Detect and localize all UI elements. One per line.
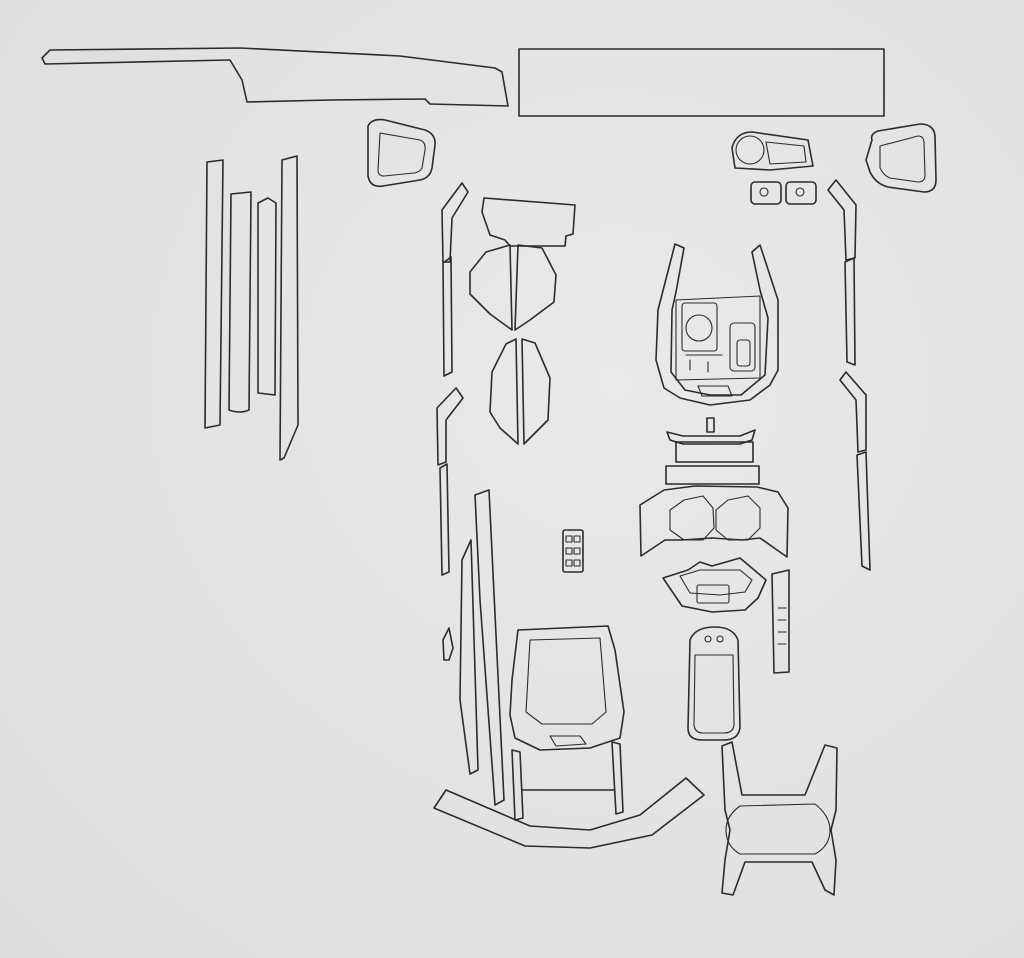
armrest-console bbox=[687, 626, 741, 741]
gear-shifter-trim bbox=[665, 417, 760, 485]
cupholder-panel bbox=[639, 485, 789, 558]
infotainment-screen-film bbox=[518, 48, 885, 117]
left-air-vent-frame bbox=[367, 118, 436, 188]
light-control-panel bbox=[731, 131, 817, 205]
right-side-switch-strip bbox=[771, 569, 790, 674]
left-door-trim-strips bbox=[204, 155, 299, 461]
gear-console-panel bbox=[655, 243, 779, 406]
rear-console-lower bbox=[721, 741, 838, 896]
center-display-frame bbox=[509, 625, 625, 821]
center-upper-panel bbox=[481, 197, 576, 247]
window-switch-panel bbox=[562, 529, 584, 573]
bottom-curved-trim bbox=[433, 777, 705, 849]
right-air-vent-frame bbox=[865, 123, 937, 193]
center-butterfly-panels bbox=[469, 244, 557, 445]
right-pillar-trim bbox=[827, 179, 871, 571]
lower-left-trim-strips bbox=[442, 489, 505, 806]
lower-console-panel bbox=[662, 557, 767, 613]
center-column-trim bbox=[436, 182, 469, 576]
dashboard-trim-strip bbox=[41, 47, 509, 107]
